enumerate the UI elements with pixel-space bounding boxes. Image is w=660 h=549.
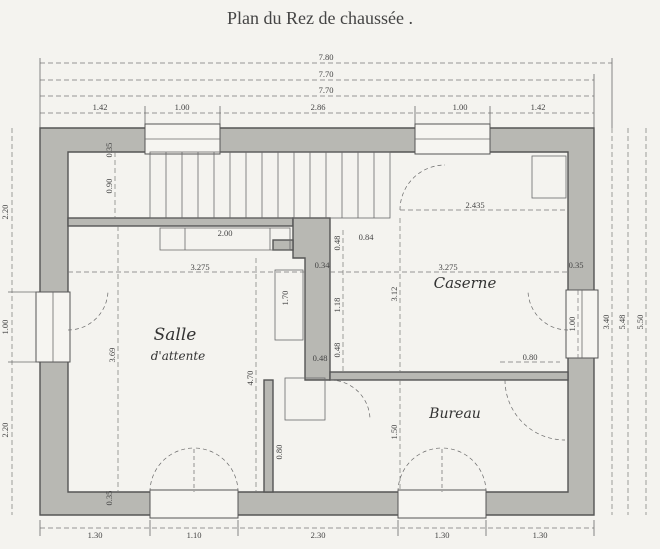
dim-door-bureau: 0.80 (523, 352, 538, 362)
dim-left-seg-3: 2.20 (0, 423, 10, 438)
dim-post-3: 0.34 (315, 260, 331, 270)
dim-wall-corner: 0.35 (104, 143, 114, 158)
dim-top-seg-5: 1.42 (531, 102, 546, 112)
dim-bureau-depth: 1.50 (389, 425, 399, 440)
dim-overall-2: 7.70 (319, 69, 334, 79)
room-label-bureau: Bureau (428, 406, 481, 422)
dim-wall-right: 0.35 (569, 260, 584, 270)
dim-bottom-seg-1: 1.30 (88, 530, 103, 540)
room-label-salle: Salle (154, 325, 197, 345)
left-window (35, 291, 71, 363)
room-label-attente: d'attente (151, 349, 206, 363)
dim-top-seg-4: 1.00 (453, 102, 468, 112)
top-dimension-lines (39, 58, 613, 128)
dim-top-seg-2: 1.00 (175, 102, 190, 112)
right-dimension-lines (577, 128, 647, 515)
dim-post-6: 0.48 (313, 353, 328, 363)
corridor-details (274, 269, 326, 421)
dim-salle-depth: 3.69 (107, 348, 117, 363)
exterior-walls (39, 127, 595, 516)
dim-caserne-depth: 3.12 (389, 287, 399, 302)
dim-post-2: 0.84 (359, 232, 375, 242)
dim-right-seg-3: 5.50 (635, 315, 645, 330)
dim-top-seg-1: 1.42 (93, 102, 108, 112)
dim-post-5: 0.48 (332, 343, 342, 358)
bottom-dimension-lines (39, 520, 595, 536)
dim-bottom-seg-2: 1.10 (187, 530, 202, 540)
bottom-door-openings (149, 489, 487, 519)
dim-caserne-top: 2.435 (465, 200, 484, 210)
dim-stair-landing: 2.00 (218, 228, 233, 238)
left-dimension-lines (8, 128, 38, 515)
interior-partitions (67, 217, 569, 493)
dim-caserne-width: 3.275 (438, 262, 457, 272)
dim-top-seg-3: 2.86 (311, 102, 326, 112)
dim-overall-3: 7.70 (319, 85, 334, 95)
dim-overall-1: 7.80 (319, 52, 334, 62)
dim-bottom-seg-5: 1.30 (533, 530, 548, 540)
plan-title: Plan du Rez de chaussée . (227, 8, 413, 28)
top-windows (144, 123, 491, 155)
dim-bottom-seg-3: 2.30 (311, 530, 326, 540)
dim-post-1: 0.48 (332, 236, 342, 251)
dim-wall-bottom: 0.35 (104, 491, 114, 506)
dim-salle-width: 3.275 (190, 262, 209, 272)
dim-corridor-depth: 4.70 (245, 371, 255, 386)
dim-corridor-width: 1.70 (280, 291, 290, 306)
interior-dimension-lines (68, 152, 568, 492)
staircase (149, 151, 391, 251)
dim-door-small: 0.80 (274, 445, 284, 460)
dim-stair-depth: 0.90 (104, 179, 114, 194)
room-label-caserne: Caserne (434, 274, 497, 292)
dim-left-seg-2: 1.00 (0, 320, 10, 335)
door-swings (67, 164, 569, 493)
dim-right-seg-1: 3.40 (601, 315, 611, 330)
dim-right-window: 1.00 (567, 317, 577, 332)
right-window (565, 289, 599, 359)
dim-post-4: 1.18 (332, 298, 342, 313)
dim-left-seg-1: 2.20 (0, 205, 10, 220)
caserne-fixture (531, 155, 567, 199)
dim-bottom-seg-4: 1.30 (435, 530, 450, 540)
dim-right-seg-2: 5.48 (617, 315, 627, 330)
